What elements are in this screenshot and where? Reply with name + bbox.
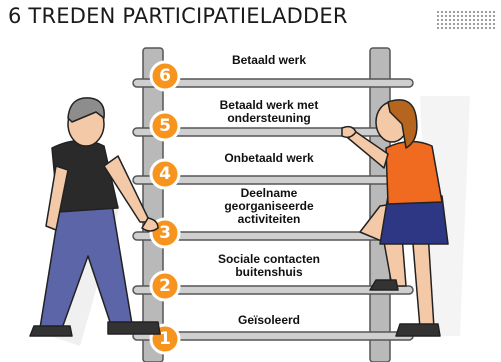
ladder-illustration: [29, 47, 470, 362]
woman-figure: [341, 99, 449, 337]
step-number-6: 6: [159, 66, 171, 86]
step-label-5: Betaald werk met ondersteuning: [219, 98, 319, 125]
step-badge-2: [149, 270, 181, 302]
step-badge-6: [149, 60, 181, 92]
step-number-4: 4: [159, 164, 171, 184]
step-label-3: Deelname georganiseerde activiteiten: [224, 186, 314, 226]
title-dot-pattern: [436, 10, 496, 30]
step-badge-5: [149, 110, 181, 142]
ladder-left-rail: [142, 47, 164, 362]
step-number-2: 2: [159, 276, 171, 296]
ladder-rung-6: [132, 78, 414, 88]
ladder-rung-2: [132, 285, 414, 295]
participation-ladder-diagram: Betaald werk Betaald werk met ondersteun…: [0, 36, 501, 362]
step-label-4: Onbetaald werk: [224, 151, 314, 165]
step-label-6: Betaald werk: [231, 53, 307, 67]
step-badge-4: [149, 158, 181, 190]
step-label-1: Geïsoleerd: [237, 313, 301, 327]
step-number-3: 3: [159, 223, 171, 243]
step-number-5: 5: [159, 116, 171, 136]
man-figure: [29, 97, 161, 337]
step-label-2: Sociale contacten buitenshuis: [217, 252, 321, 279]
step-number-1: 1: [159, 329, 171, 349]
page-title: 6 TREDEN PARTICIPATIELADDER: [8, 4, 348, 28]
